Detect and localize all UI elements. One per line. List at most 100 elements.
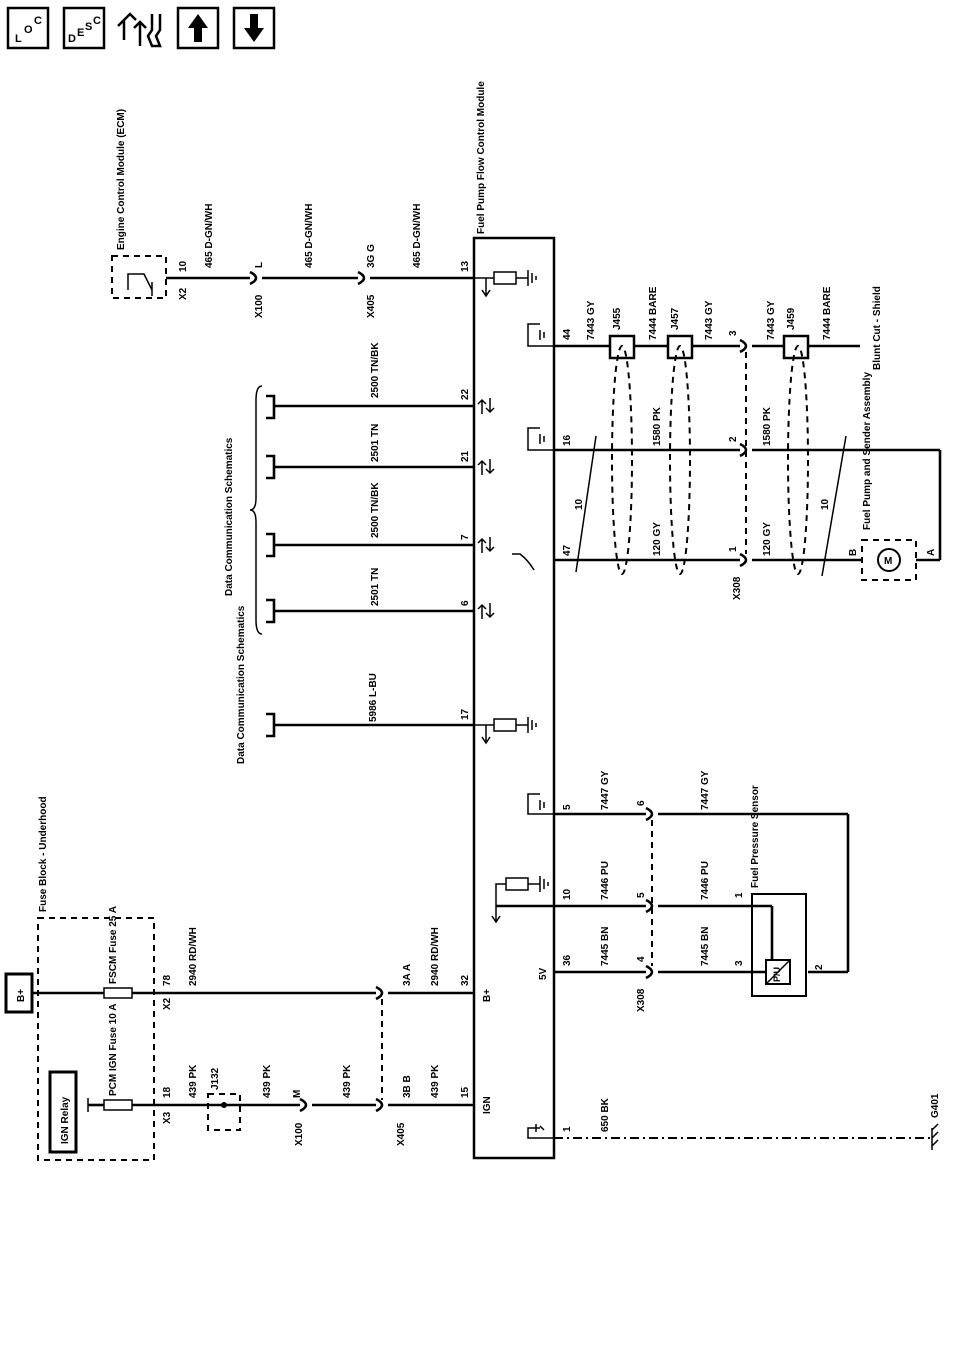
svg-text:32: 32 xyxy=(460,974,471,986)
svg-text:2940 RD/WH: 2940 RD/WH xyxy=(430,927,441,986)
svg-text:7443 GY: 7443 GY xyxy=(766,300,777,340)
ign-relay: IGN Relay xyxy=(48,1070,100,1154)
svg-text:16: 16 xyxy=(562,434,573,446)
fuel-pressure-sensor: P/U Fuel Pressure Sensor xyxy=(750,785,807,997)
svg-text:E: E xyxy=(77,27,84,39)
svg-text:2501 TN: 2501 TN xyxy=(370,424,381,462)
svg-text:78: 78 xyxy=(162,974,173,986)
svg-text:5: 5 xyxy=(636,892,647,898)
svg-text:2500 TN/BK: 2500 TN/BK xyxy=(370,482,381,538)
svg-text:1580 PK: 1580 PK xyxy=(762,406,773,446)
twisted-pair-marks: 10 10 xyxy=(574,345,847,577)
loc-button[interactable]: L O C xyxy=(6,6,50,50)
ground-650: 1 650 BK G401 xyxy=(527,1093,941,1150)
arrow-up-button[interactable] xyxy=(176,6,220,50)
b-plus-source: B+ FSCM Fuse 25 A X2 78 2940 RD/WH 3A A … xyxy=(4,906,493,1014)
motor-icon: M xyxy=(884,556,892,567)
wire-120: 47 120 GY 1 X308 120 GY xyxy=(512,522,940,600)
arrow-down-icon xyxy=(244,14,264,42)
svg-text:3: 3 xyxy=(728,330,739,336)
wire-1580: 16 1580 PK 2 1580 PK xyxy=(527,406,942,560)
svg-text:X405: X405 xyxy=(396,1122,407,1146)
data-communication-ref-1: Data Communication Schematics 2500 TN/BK… xyxy=(224,342,495,635)
svg-text:465 D-GN/WH: 465 D-GN/WH xyxy=(412,204,423,268)
svg-text:439 PK: 439 PK xyxy=(262,1064,273,1098)
svg-text:B+: B+ xyxy=(482,989,493,1002)
svg-text:7444 BARE: 7444 BARE xyxy=(822,286,833,340)
svg-text:7445 BN: 7445 BN xyxy=(700,927,711,966)
svg-text:O: O xyxy=(24,24,33,36)
fuse-block-underhood: Fuse Block - Underhood xyxy=(37,796,155,1161)
svg-text:IGN Relay: IGN Relay xyxy=(60,1096,71,1144)
svg-text:J457: J457 xyxy=(670,307,681,330)
svg-text:3: 3 xyxy=(734,960,745,966)
svg-text:2: 2 xyxy=(728,436,739,442)
svg-text:C: C xyxy=(34,15,42,27)
svg-text:B+: B+ xyxy=(16,989,27,1002)
svg-text:5: 5 xyxy=(562,804,573,810)
svg-text:10: 10 xyxy=(820,498,831,510)
svg-text:7444 BARE: 7444 BARE xyxy=(648,286,659,340)
svg-text:B: B xyxy=(848,549,859,556)
loc-label: L xyxy=(15,33,22,45)
svg-text:J132: J132 xyxy=(210,1067,221,1090)
svg-text:21: 21 xyxy=(460,450,471,462)
svg-text:X100: X100 xyxy=(294,1122,305,1146)
data-comm-2-label: Data Communication Schematics xyxy=(236,605,247,764)
svg-text:X2: X2 xyxy=(162,997,173,1010)
svg-text:7443 GY: 7443 GY xyxy=(704,300,715,340)
svg-text:2: 2 xyxy=(814,964,825,970)
svg-text:7443 GY: 7443 GY xyxy=(586,300,597,340)
svg-text:465 D-GN/WH: 465 D-GN/WH xyxy=(204,204,215,268)
wire-465: 465 D-GN/WH 465 D-GN/WH 465 D-GN/WH L X1… xyxy=(166,204,474,318)
svg-text:439 PK: 439 PK xyxy=(342,1064,353,1098)
svg-text:1580 PK: 1580 PK xyxy=(652,406,663,446)
connector-tools-icon[interactable] xyxy=(117,12,162,48)
svg-text:10: 10 xyxy=(562,888,573,900)
svg-text:15: 15 xyxy=(460,1086,471,1098)
svg-text:X2: X2 xyxy=(178,287,189,300)
shield-drain-row: 44 7443 GY J455 7444 BARE J457 7443 GY 3… xyxy=(527,286,883,370)
svg-text:10: 10 xyxy=(178,260,189,272)
svg-text:120 GY: 120 GY xyxy=(652,522,663,556)
data-comm-1-label: Data Communication Schematics xyxy=(224,437,235,596)
fuel-pump-assembly: M Fuel Pump and Sender Assembly B A xyxy=(848,372,937,581)
svg-text:18: 18 xyxy=(162,1086,173,1098)
fscm-fuse-label: FSCM Fuse 25 A xyxy=(108,906,119,984)
svg-text:2501 TN: 2501 TN xyxy=(370,568,381,606)
svg-text:7: 7 xyxy=(460,534,471,540)
svg-text:3G G: 3G G xyxy=(366,244,377,268)
arrow-down-button[interactable] xyxy=(232,6,276,50)
svg-text:7446 PU: 7446 PU xyxy=(600,861,611,900)
svg-text:439 PK: 439 PK xyxy=(430,1064,441,1098)
svg-text:120 GY: 120 GY xyxy=(762,522,773,556)
svg-text:X3: X3 xyxy=(162,1111,173,1124)
fuel-pump-flow-control-module: Fuel Pump Flow Control Module xyxy=(472,81,556,1160)
ground-g401-label: G401 xyxy=(930,1093,941,1118)
svg-text:X308: X308 xyxy=(732,576,743,600)
wire-439: PCM IGN Fuse 10 A X3 18 439 PK J132 439 … xyxy=(88,1004,493,1146)
svg-text:1: 1 xyxy=(728,546,739,552)
fuse-block-label: Fuse Block - Underhood xyxy=(38,796,49,912)
ffp-module-label: Fuel Pump Flow Control Module xyxy=(476,81,487,234)
svg-text:3B B: 3B B xyxy=(402,1075,413,1098)
svg-text:17: 17 xyxy=(460,708,471,720)
svg-text:7445 BN: 7445 BN xyxy=(600,927,611,966)
arrow-up-icon xyxy=(188,14,208,42)
svg-text:P/U: P/U xyxy=(772,967,782,982)
svg-text:L: L xyxy=(254,262,265,268)
svg-text:7447 GY: 7447 GY xyxy=(700,770,711,810)
blunt-cut-label: Blunt Cut - Shield xyxy=(872,286,883,370)
fuel-pump-label: Fuel Pump and Sender Assembly xyxy=(862,372,873,530)
desc-button[interactable]: D E S C xyxy=(62,6,106,50)
svg-text:3A A: 3A A xyxy=(402,964,413,986)
svg-text:D: D xyxy=(68,33,76,45)
wire-7445: 36 5V 7445 BN 4 X308 7445 BN 3 xyxy=(538,927,766,1012)
engine-control-module: Engine Control Module (ECM) X2 10 xyxy=(111,109,189,300)
svg-text:5986 L-BU: 5986 L-BU xyxy=(368,673,379,722)
pcm-fuse-label: PCM IGN Fuse 10 A xyxy=(108,1004,119,1096)
svg-text:A: A xyxy=(926,549,937,556)
svg-text:J459: J459 xyxy=(786,307,797,330)
svg-text:5V: 5V xyxy=(538,967,549,980)
svg-text:X405: X405 xyxy=(366,294,377,318)
